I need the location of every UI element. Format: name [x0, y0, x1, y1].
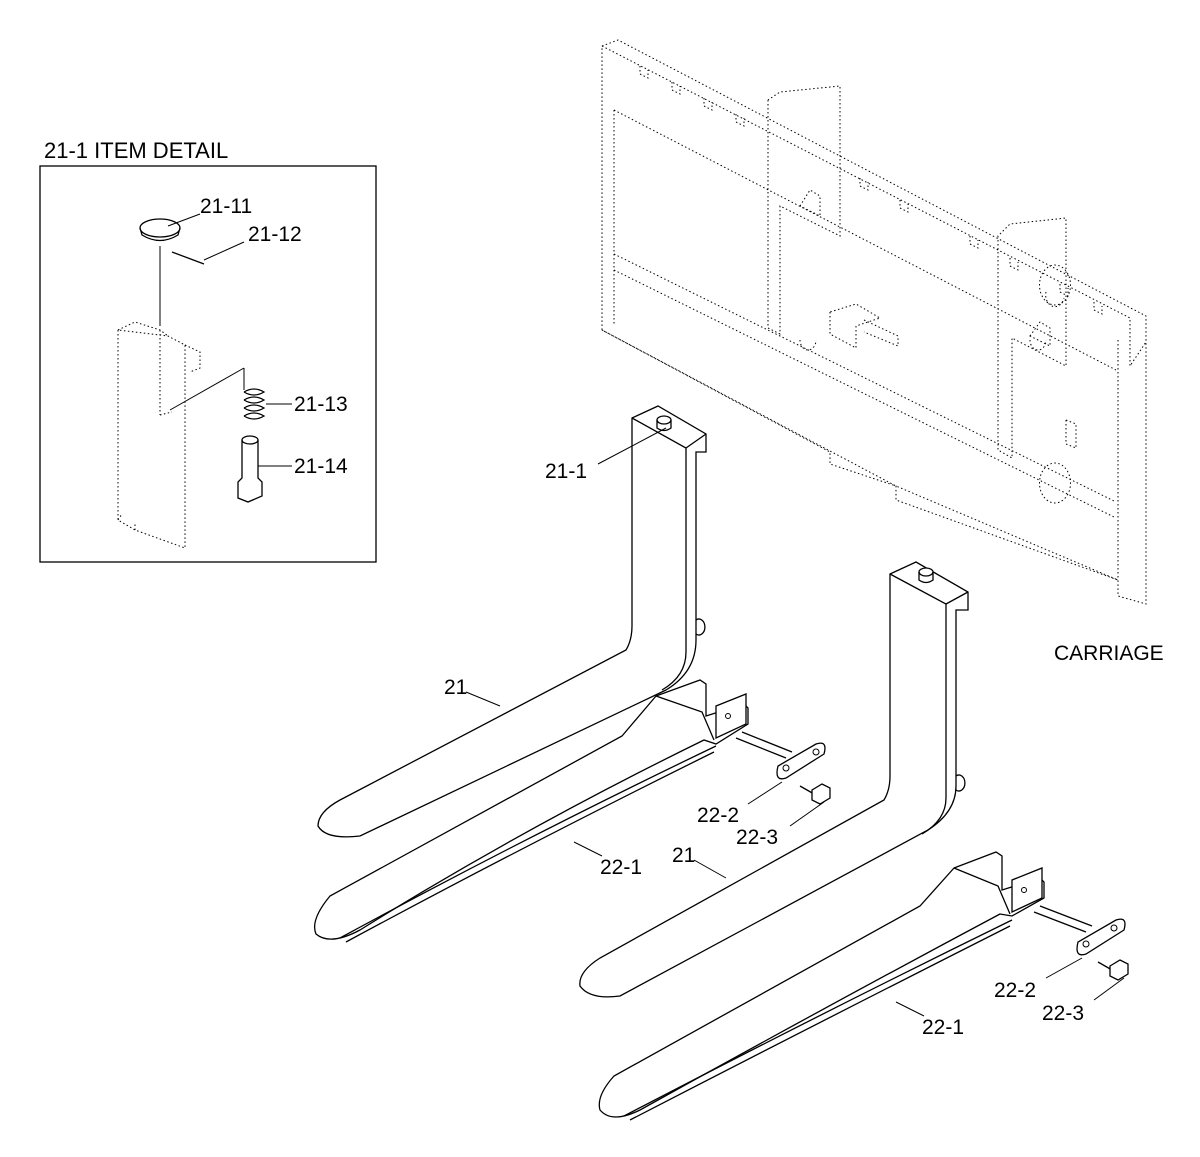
right-fork	[579, 561, 969, 998]
label-left-fork: 21	[444, 676, 467, 699]
cap-part	[139, 213, 201, 326]
right-fork-labels: 21 22-1 22-2 22-3	[672, 844, 1125, 1039]
detail-title: 21-1 ITEM DETAIL	[44, 138, 228, 163]
label-right-plate: 22-2	[994, 979, 1036, 1002]
label-right-extension: 22-1	[922, 1016, 964, 1039]
detail-frame	[39, 165, 377, 563]
left-plate-and-bolt	[776, 742, 831, 805]
label-left-extension: 22-1	[600, 856, 642, 879]
label-right-fork: 21	[672, 844, 695, 867]
right-plate-and-bolt	[1076, 918, 1129, 981]
left-fork-extension	[313, 679, 793, 943]
right-fork-extension	[598, 851, 1093, 1121]
label-left-bolt: 22-3	[736, 826, 778, 849]
left-fork-labels: 21-1 21 22-1 22-2 22-3	[444, 427, 825, 879]
carriage-assembly: CARRIAGE	[601, 39, 1164, 665]
label-spring: 21-13	[294, 393, 348, 416]
detail-fork-upright	[117, 321, 201, 549]
label-left-plate: 22-2	[697, 804, 739, 827]
label-carriage: CARRIAGE	[1054, 642, 1164, 665]
left-fork	[317, 405, 707, 838]
label-cap: 21-11	[200, 195, 252, 218]
item-detail-panel: 21-1 ITEM DETAIL	[39, 138, 377, 563]
label-right-bolt: 22-3	[1042, 1002, 1084, 1025]
lock-pin-part	[237, 435, 292, 503]
label-lock-pin: 21-14	[294, 455, 348, 478]
label-left-lock: 21-1	[545, 460, 587, 483]
small-pin-part	[171, 241, 245, 265]
spring-part	[169, 367, 292, 420]
label-pin: 21-12	[248, 223, 302, 246]
